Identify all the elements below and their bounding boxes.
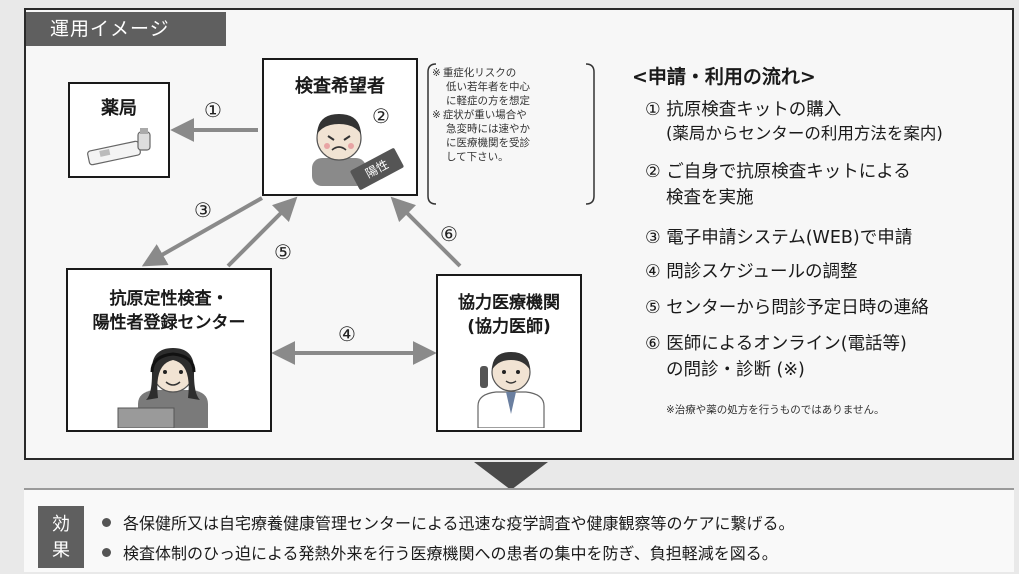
pharmacy-label: 薬局 (101, 98, 137, 119)
flow-step-2: ② ご自身で抗原検査キットによる (645, 162, 911, 182)
side-note-line: に医療機関を受診 (446, 137, 530, 149)
clinic-label-line1: 協力医療機関 (458, 293, 560, 313)
flow-step-2-detail: 検査を実施 (666, 188, 754, 208)
flow-step-6-detail: の問診・診断 (※) (666, 360, 805, 380)
flow-step-5: ⑤ センターから問診予定日時の連絡 (645, 298, 929, 318)
flow-step-1: ① 抗原検査キットの購入 (645, 100, 842, 120)
side-note-line: 低い若年者を中心 (446, 81, 530, 93)
effect-panel (24, 488, 1014, 572)
doctor-on-phone-icon (477, 352, 545, 428)
arrow-6 (390, 196, 462, 268)
tester-box: 検査希望者 陽性 (262, 58, 418, 196)
bullet-icon (102, 518, 111, 527)
step-number-2: ② (372, 104, 390, 128)
center-label-line2: 陽性者登録センター (92, 313, 246, 333)
down-arrow-icon (474, 462, 548, 490)
cooperating-clinic-box: 協力医療機関 (協力医師) (436, 274, 582, 432)
center-label-line1: 抗原定性検査・ (109, 289, 229, 309)
effect-item: 検査体制のひっ迫による発熱外来を行う医療機関への患者の集中を防ぎ、負担軽減を図る… (102, 540, 778, 564)
side-note-line: ※重症化リスクの (432, 67, 517, 79)
step-number-4: ④ (338, 322, 356, 346)
flow-step-3: ③ 電子申請システム(WEB)で申請 (645, 228, 913, 248)
arrow-3 (141, 196, 263, 267)
tester-label: 検査希望者 (295, 76, 385, 97)
flow-step-1-detail: (薬局からセンターの利用方法を案内) (666, 124, 943, 143)
flow-step-4: ④ 問診スケジュールの調整 (645, 262, 858, 282)
side-note: ※重症化リスクの 低い若年者を中心 に軽症の方を想定 ※症状が重い場合や 急変時… (432, 66, 588, 164)
flow-title: <申請・利用の流れ> (632, 66, 816, 88)
pharmacy-box: 薬局 (68, 82, 170, 178)
effect-label: 効 果 (38, 506, 84, 568)
step-number-5: ⑤ (274, 240, 292, 264)
side-note-line: に軽症の方を想定 (446, 95, 530, 107)
clinic-label-line2: (協力医師) (467, 317, 551, 337)
effect-item: 各保健所又は自宅療養健康管理センターによる迅速な疫学調査や健康観察等のケアに繋げ… (102, 510, 795, 534)
section-title: 運用イメージ (26, 12, 226, 46)
effect-label-char: 果 (52, 540, 70, 561)
step-number-6: ⑥ (440, 222, 458, 246)
bullet-icon (102, 548, 111, 557)
sick-person-icon (312, 114, 366, 186)
step-number-1: ① (204, 98, 222, 122)
flow-footnote: ※治療や薬の処方を行うものではありません。 (666, 404, 885, 416)
arrow-5 (226, 196, 298, 268)
step-number-3: ③ (194, 198, 212, 222)
positive-badge-label: 陽性 (363, 157, 391, 181)
registration-center-box: 抗原定性検査・ 陽性者登録センター (66, 268, 272, 432)
effect-label-char: 効 (52, 514, 70, 535)
side-note-line: ※症状が重い場合や (432, 109, 527, 121)
operator-with-headset-icon (117, 348, 208, 428)
side-note-line: して下さい。 (446, 151, 509, 163)
flow-step-6: ⑥ 医師によるオンライン(電話等) (645, 334, 907, 354)
side-note-line: 急変時には速やか (446, 123, 530, 135)
test-kit-icon (87, 128, 151, 166)
